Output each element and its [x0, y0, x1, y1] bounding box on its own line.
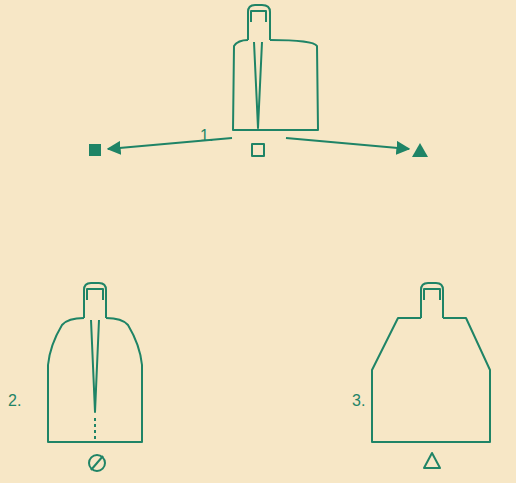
target-center-line — [91, 320, 99, 412]
arrow — [286, 138, 409, 149]
target-head — [248, 5, 270, 40]
target-head-detail — [251, 11, 266, 22]
target-body — [372, 318, 490, 442]
callout-number: 2. — [8, 392, 21, 410]
filled-square-symbol — [89, 144, 101, 156]
target-head — [84, 283, 106, 318]
filled-triangle-symbol — [412, 143, 428, 157]
empty-triangle-symbol — [424, 453, 440, 468]
slashed-circle-symbol — [89, 455, 105, 471]
target-dashed-line — [94, 418, 96, 440]
callout-number: 3. — [352, 392, 365, 410]
slashed-circle-slash — [91, 456, 103, 470]
target-head — [421, 283, 443, 318]
target-body — [48, 318, 142, 442]
empty-square-symbol — [252, 144, 264, 156]
target-head-detail — [424, 289, 440, 300]
target-center-line — [254, 42, 262, 128]
callout-number: 1. — [200, 127, 213, 145]
target-head-detail — [87, 289, 103, 300]
target-body — [233, 40, 318, 130]
arrow — [108, 138, 232, 149]
